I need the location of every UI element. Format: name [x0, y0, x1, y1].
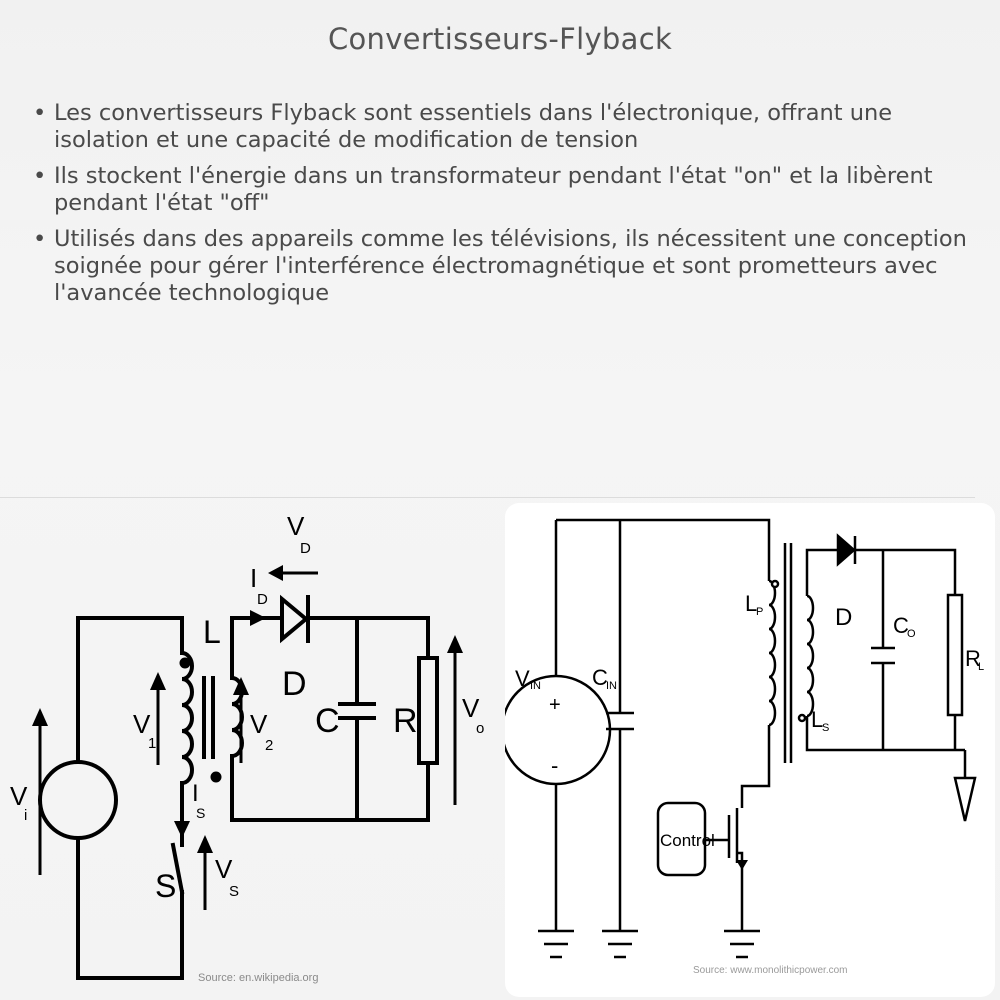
- bullet-marker: •: [33, 226, 47, 252]
- bullet-marker: •: [33, 163, 47, 189]
- wire-primary-top: [76, 616, 184, 655]
- arrow-is-head: [174, 821, 190, 838]
- label-vo-sub: o: [476, 720, 484, 737]
- switch-blade: [170, 842, 185, 895]
- polarity-dot-secondary: [797, 713, 807, 723]
- control-box: [656, 801, 707, 877]
- label-r: R: [393, 702, 418, 740]
- ground-right: [953, 776, 977, 822]
- label-rl-sub: L: [978, 661, 984, 673]
- label-v2-sub: 2: [265, 737, 273, 754]
- label-lp: L: [745, 591, 757, 616]
- wire-primary-to-switch: [740, 725, 771, 808]
- label-vd-sub: D: [300, 540, 311, 557]
- label-co-sub: O: [907, 628, 916, 640]
- label-lp-sub: P: [756, 606, 763, 618]
- primary-coil: [179, 650, 194, 786]
- wire-diode-out: [306, 616, 430, 660]
- label-vin-sub: IN: [530, 680, 541, 692]
- wire-secondary-top: [805, 548, 838, 596]
- label-cin: C: [592, 665, 608, 690]
- wire-source: [737, 851, 744, 931]
- figure2-source: Source: www.monolithicpower.com: [693, 965, 848, 976]
- label-vo: V: [462, 693, 480, 723]
- bullet-item: • Utilisés dans des appareils comme les t…: [30, 226, 975, 307]
- label-is-sub: S: [196, 805, 205, 821]
- arrow-v2-head: [233, 677, 249, 695]
- wire-secondary-bottom: [230, 755, 430, 822]
- label-plus: +: [549, 694, 561, 716]
- label-c: C: [315, 702, 340, 740]
- secondary-coil: [806, 594, 815, 718]
- label-l: L: [203, 614, 221, 650]
- label-ls: L: [811, 707, 823, 732]
- label-co: C: [893, 613, 909, 638]
- rl-body: [946, 593, 964, 717]
- label-rl: R: [965, 646, 981, 671]
- label-v2: V: [250, 709, 268, 739]
- arrow-vo-head: [447, 635, 463, 653]
- figure1-source: Source: en.wikipedia.org: [198, 972, 318, 984]
- label-ls-sub: S: [822, 722, 829, 734]
- page-title: Convertisseurs-Flyback: [327, 22, 673, 56]
- bullet-text: Ils stockent l'énergie dans un transform…: [54, 163, 933, 216]
- label-is: I: [192, 780, 199, 807]
- arrow-v1-head: [150, 672, 166, 690]
- label-d: D: [282, 665, 307, 703]
- wire-secondary-top: [230, 616, 284, 680]
- mosfet-arrow: [736, 860, 748, 870]
- arrow-vi-head: [32, 708, 48, 726]
- polarity-dot-secondary: [210, 771, 222, 783]
- bullet-text: Utilisés dans des appareils comme les té…: [54, 226, 967, 306]
- diode-body: [280, 594, 310, 644]
- label-cin-sub: IN: [606, 680, 617, 692]
- label-v1: V: [133, 709, 151, 739]
- arrow-vs-head: [197, 835, 213, 853]
- voltage-source: [38, 760, 118, 840]
- bullet-item: • Les convertisseurs Flyback sont essenti…: [30, 100, 975, 154]
- resistor-body: [417, 656, 439, 765]
- section-divider: [0, 497, 975, 498]
- label-d: D: [835, 604, 852, 631]
- arrow-vd-head: [268, 565, 283, 581]
- label-s: S: [155, 868, 176, 904]
- label-vi: V: [10, 781, 28, 811]
- bullet-marker: •: [33, 100, 47, 126]
- label-vd: V: [287, 511, 305, 541]
- label-vin: V: [515, 666, 530, 691]
- wire-secondary-bottom: [805, 716, 965, 752]
- bullet-item: • Ils stockent l'énergie dans un transfor…: [30, 163, 975, 217]
- label-id: I: [250, 563, 257, 593]
- label-vs-sub: S: [229, 883, 239, 900]
- bullet-text: Les convertisseurs Flyback sont essentie…: [54, 100, 893, 153]
- label-minus: -: [551, 753, 558, 778]
- wire-primary-left-low: [76, 837, 184, 980]
- label-v1-sub: 1: [148, 735, 156, 752]
- bullet-list: • Les convertisseurs Flyback sont essenti…: [30, 100, 975, 316]
- label-vs: V: [215, 854, 233, 884]
- wire-top-rail: [556, 518, 771, 581]
- flyback-schematic-wikipedia: V D I D L D C R V o V 1 V 2 V i I S S V …: [10, 511, 484, 984]
- label-vi-sub: i: [24, 807, 27, 824]
- polarity-dot-primary: [770, 579, 780, 589]
- polarity-dot-primary: [179, 657, 191, 669]
- flyback-schematic-mps: V IN + - C IN L P D C O R L L S Control …: [505, 518, 984, 976]
- diode-body: [836, 533, 856, 567]
- arrow-id-head: [250, 610, 266, 626]
- wire-diode-out: [855, 548, 957, 595]
- label-id-sub: D: [257, 591, 268, 608]
- label-control: Control: [660, 831, 715, 850]
- primary-coil: [768, 579, 777, 727]
